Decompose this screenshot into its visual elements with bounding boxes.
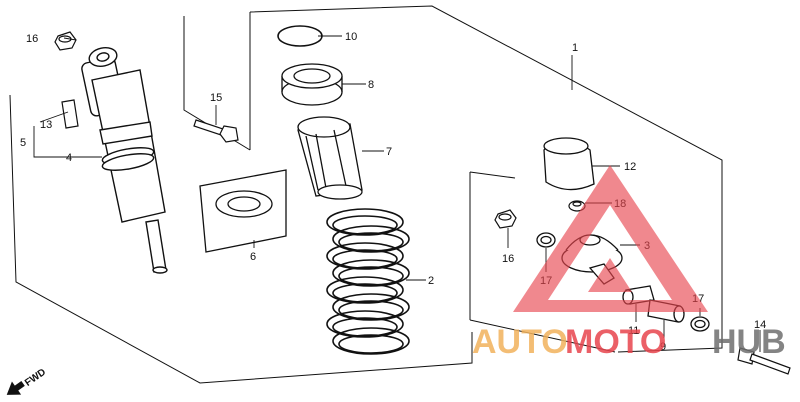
spring-coil-inner <box>332 215 398 235</box>
cage-7 <box>297 116 363 200</box>
fwd-label: FWD <box>23 367 48 389</box>
spring-coil-inner <box>332 317 398 337</box>
callout-8: 8 <box>368 79 374 91</box>
watermark-inner-triangle-icon <box>588 258 632 292</box>
shock-absorber <box>81 47 168 274</box>
spring-coil-inner <box>338 266 404 286</box>
watermark-triangle-icon <box>513 165 708 312</box>
nut-16-middle <box>494 209 517 229</box>
spring-coil <box>332 327 410 355</box>
ring-10 <box>277 25 323 47</box>
spring-coil <box>326 276 404 304</box>
spring-coil-inner <box>338 334 404 354</box>
watermark-logo: AUTO MOTO HUB <box>472 165 786 361</box>
callout-7: 7 <box>386 146 392 158</box>
callout-15: 15 <box>210 92 222 104</box>
spring-coil-inner <box>332 283 398 303</box>
spring-2 <box>326 208 410 355</box>
bolt-14 <box>737 347 791 375</box>
callout-11: 11 <box>628 325 639 337</box>
watermark-text-hub: HUB <box>712 323 786 361</box>
watermark-text-moto: MOTO <box>565 323 666 361</box>
callout-9: 9 <box>660 341 666 353</box>
boot-12 <box>543 137 595 191</box>
stopper-6 <box>199 169 287 253</box>
assembly-outline <box>9 5 723 384</box>
watermark-text-auto: AUTO <box>472 323 568 361</box>
spring-coil <box>326 208 404 236</box>
callout-1: 1 <box>572 42 578 54</box>
bolt-15 <box>193 119 239 143</box>
spring-coil <box>326 242 404 270</box>
callout-6: 6 <box>250 251 256 263</box>
callout-14: 14 <box>754 319 766 331</box>
callout-16-top: 16 <box>26 33 38 45</box>
spring-coil <box>332 293 410 321</box>
spring-coil-inner <box>332 249 398 269</box>
callout-5: 5 <box>20 137 26 149</box>
callout-13: 13 <box>40 119 52 131</box>
seal-17-left <box>536 232 556 248</box>
callout-10: 10 <box>345 31 357 43</box>
spring-coil-inner <box>338 232 404 252</box>
spring-coil <box>326 310 404 338</box>
fwd-arrow-icon <box>6 380 25 395</box>
seat-8 <box>281 63 343 106</box>
fwd-arrow: FWD <box>6 367 48 395</box>
callout-12: 12 <box>624 161 636 173</box>
nut-16-top <box>54 31 77 51</box>
clip-part <box>61 99 79 129</box>
spring-coil <box>332 225 410 253</box>
spring-coil-inner <box>338 300 404 320</box>
callout-16-middle: 16 <box>502 253 514 265</box>
spring-coil <box>332 259 410 287</box>
seal-17-right <box>690 316 710 332</box>
callout-2: 2 <box>428 275 434 287</box>
callout-4: 4 <box>66 152 72 164</box>
